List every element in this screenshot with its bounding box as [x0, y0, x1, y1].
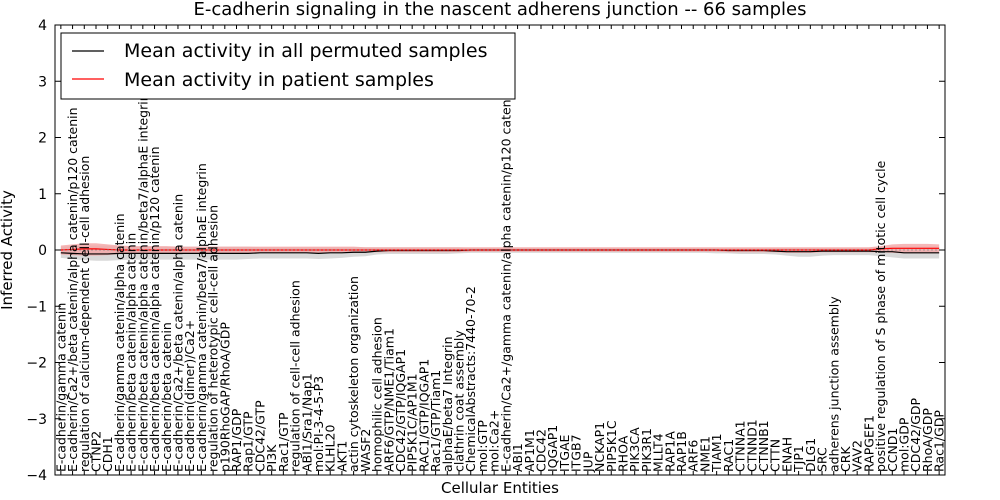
entity-label: Rap1/GTP	[241, 411, 256, 472]
entity-label: mol:GTP	[475, 420, 490, 472]
entity-label: VAV2	[850, 440, 865, 472]
y-tick-label: 0	[38, 243, 47, 259]
entity-label: mol:PI-3-4-5-P3	[311, 376, 326, 472]
entity-label: PIP5K1C	[604, 420, 619, 472]
y-tick-label: 2	[38, 131, 47, 147]
legend-box	[60, 32, 516, 100]
entity-label: positive regulation of S phase of mitoti…	[873, 160, 888, 472]
entity-label: actin cytoskeleton organization	[346, 276, 361, 472]
y-tick-label: −2	[26, 356, 47, 372]
entity-label: CTNNB1	[756, 420, 771, 472]
entity-label: RAC1	[721, 439, 736, 472]
entity-label: ITGAE	[557, 434, 572, 472]
entity-label: mol:Ca2+	[487, 410, 502, 472]
entity-label: CTNNA1	[733, 420, 748, 472]
entity-label: AKT1	[334, 441, 349, 472]
entity-label: TJP1	[791, 445, 806, 473]
entity-label: E-cadherin/beta catenin	[159, 322, 174, 472]
entity-label: CDC42/GDP	[908, 397, 923, 472]
entity-label: ABI1	[510, 443, 525, 472]
entity-label: CDC42	[533, 429, 548, 472]
entity-label: alphaE/beta7 Integrin	[440, 336, 455, 472]
y-axis-label: Inferred Activity	[0, 190, 16, 310]
entity-label: RAP1B	[674, 431, 689, 472]
y-axis-ticks: −4 −3 −2 −1 0 1 2 3 4	[26, 18, 945, 484]
entity-label: E-cadherin/gamma catenin	[53, 303, 68, 472]
entity-label: E-cadherin/beta catenin/alpha catenin/p1…	[147, 146, 162, 472]
x-axis-label: Cellular Entities	[441, 479, 559, 497]
entity-label: RAP1A	[662, 431, 677, 472]
entity-label: SRC	[815, 447, 830, 472]
entity-label: CTTN	[768, 439, 783, 472]
entity-label: regulation of calcium-dependent cell-cel…	[77, 156, 92, 472]
entity-label: ABI1/Sra1/Nap1	[299, 373, 314, 472]
entity-label: PIP5K1C/AP1M1	[405, 373, 420, 472]
entity-label: KLHL20	[323, 425, 338, 472]
entity-label: NME1	[697, 436, 712, 472]
entity-label: E-cadherin/beta catenin/alpha catenin/be…	[135, 93, 150, 472]
entity-label: regulation of heterotypic cell-cell adhe…	[206, 205, 221, 472]
entity-label: Rac1/GDP	[932, 410, 947, 472]
entity-label: WASF2	[358, 429, 373, 472]
entity-label: ITGB7	[569, 434, 584, 472]
entity-label: PIK3CA	[627, 427, 642, 472]
entity-label: RAP1/GDP	[229, 408, 244, 472]
y-tick-label: −4	[26, 468, 47, 484]
legend-label-patient: Mean activity in patient samples	[124, 69, 434, 91]
y-tick-label: −1	[26, 299, 47, 315]
entity-label: E-cadherin(dimer)/Ca2+	[182, 320, 197, 472]
entity-label: TIAM1	[709, 433, 724, 473]
entity-label: mol:GDP	[897, 417, 912, 472]
y-tick-label: 3	[38, 74, 47, 90]
entity-label: PI3K	[264, 444, 279, 472]
entity-label: homophilic cell adhesion	[370, 317, 385, 472]
entity-labels: E-cadherin/gamma cateninE-cadherin/Ca2+/…	[53, 88, 946, 473]
entity-label: adherens junction assembly	[826, 296, 841, 472]
entity-label: PIK3R1	[639, 428, 654, 472]
entity-label: ChemicalAbstracts:7440-70-2	[463, 286, 478, 472]
y-tick-label: −3	[26, 412, 47, 428]
entity-label: RhoA/GDP	[920, 408, 935, 472]
entity-label: E-cadherin/beta catenin/alpha catenin	[124, 233, 139, 472]
entity-label: RHOA	[615, 435, 630, 472]
entity-label: E-cadherin/gamma catenin/alpha catenin	[112, 213, 127, 472]
x-axis-ticks	[60, 25, 940, 475]
entity-label: E-cadherin/Ca2+/beta catenin/alpha caten…	[170, 194, 185, 472]
entity-label: p190RhoGAP/RhoA/GDP	[217, 322, 232, 472]
entity-label: regulation of cell-cell adhesion	[288, 280, 303, 472]
entity-label: ENAH	[779, 437, 794, 472]
entity-label: ARF6/GTP/NME1/Tiam1	[381, 328, 396, 472]
entity-label: ARF6	[686, 440, 701, 472]
entity-label: Rac1/GTP	[276, 412, 291, 472]
entity-label: CTNP2	[88, 431, 103, 472]
entity-label: CDH1	[100, 436, 115, 472]
entity-label: DLG1	[803, 438, 818, 472]
y-tick-label: 4	[38, 18, 47, 34]
entity-label: clathrin coat assembly	[452, 330, 467, 472]
entity-label: CTNND1	[744, 419, 759, 472]
entity-label: E-cadherin/gamma catenin/beta7/alphaE in…	[194, 163, 209, 472]
entity-label: E-cadherin/Ca2+/beta catenin/alpha caten…	[65, 107, 80, 472]
entity-label: AP1M1	[522, 429, 537, 472]
chart-title: E-cadherin signaling in the nascent adhe…	[193, 0, 806, 20]
entity-label: RAPGEF1	[861, 415, 876, 472]
entity-label: CDC42/GTP	[252, 400, 267, 472]
entity-label: MLLT4	[651, 433, 666, 472]
entity-label: Rac1/GTP/Tiam1	[428, 370, 443, 472]
y-tick-label: 1	[38, 187, 47, 203]
entity-label: IQGAP1	[545, 425, 560, 472]
legend-label-permuted: Mean activity in all permuted samples	[124, 40, 487, 62]
entity-label: CCND1	[885, 428, 900, 472]
entity-label: NCKAP1	[592, 422, 607, 472]
entity-label: CRK	[838, 446, 853, 472]
legend: Mean activity in all permuted samples Me…	[60, 32, 516, 100]
entity-label: E-cadherin/Ca2+/gamma catenin/alpha cate…	[498, 88, 513, 472]
entity-label: CDC42/GTP/IQGAP1	[393, 349, 408, 472]
entity-label: RAC1/GTP/IQGAP1	[416, 359, 431, 472]
entity-label: JUP	[580, 451, 595, 473]
